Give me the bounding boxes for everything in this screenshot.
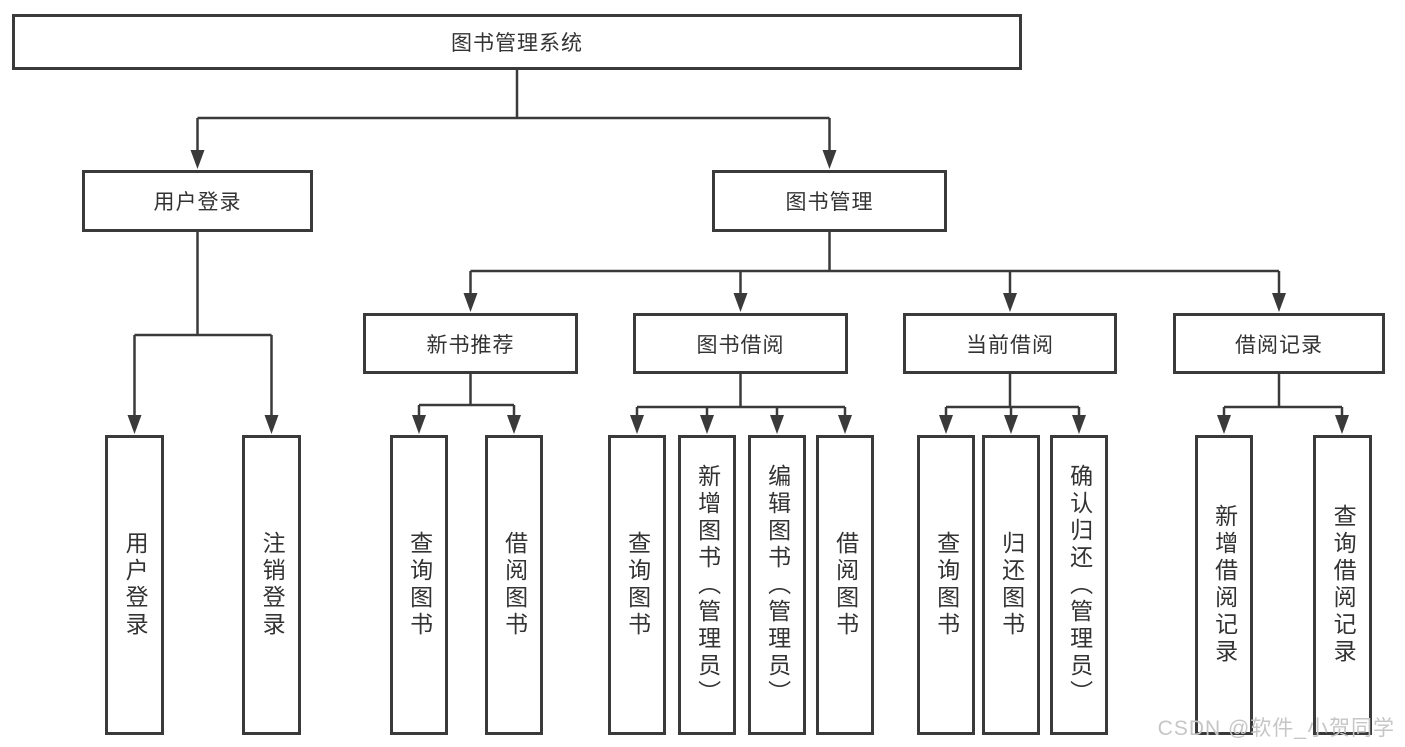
node-user-login: 用户登录 bbox=[82, 170, 313, 232]
leaf-query-books-current: 查询图书 bbox=[917, 435, 975, 735]
leaf-borrow-books: 借阅图书 bbox=[816, 435, 874, 735]
leaf-user-login: 用户登录 bbox=[105, 435, 164, 735]
node-book-management: 图书管理 bbox=[712, 170, 947, 232]
leaf-add-borrow-record: 新增借阅记录 bbox=[1195, 435, 1253, 735]
node-book-borrow: 图书借阅 bbox=[633, 313, 848, 374]
leaf-return-book: 归还图书 bbox=[982, 435, 1040, 735]
node-borrow-records: 借阅记录 bbox=[1173, 313, 1385, 374]
node-current-borrow: 当前借阅 bbox=[903, 313, 1117, 374]
leaf-query-books-borrow: 查询图书 bbox=[608, 435, 666, 735]
leaf-edit-book-admin: 编辑图书（管理员） bbox=[748, 435, 806, 735]
leaf-logout: 注销登录 bbox=[242, 435, 301, 735]
leaf-query-borrow-record: 查询借阅记录 bbox=[1313, 435, 1372, 735]
leaf-query-books-recommend: 查询图书 bbox=[390, 435, 448, 735]
node-new-book-recommend: 新书推荐 bbox=[363, 313, 578, 374]
node-library-management-system: 图书管理系统 bbox=[12, 14, 1022, 70]
leaf-borrow-books-recommend: 借阅图书 bbox=[485, 435, 543, 735]
leaf-add-book-admin: 新增图书（管理员） bbox=[678, 435, 736, 735]
leaf-confirm-return-admin: 确认归还（管理员） bbox=[1050, 435, 1108, 735]
